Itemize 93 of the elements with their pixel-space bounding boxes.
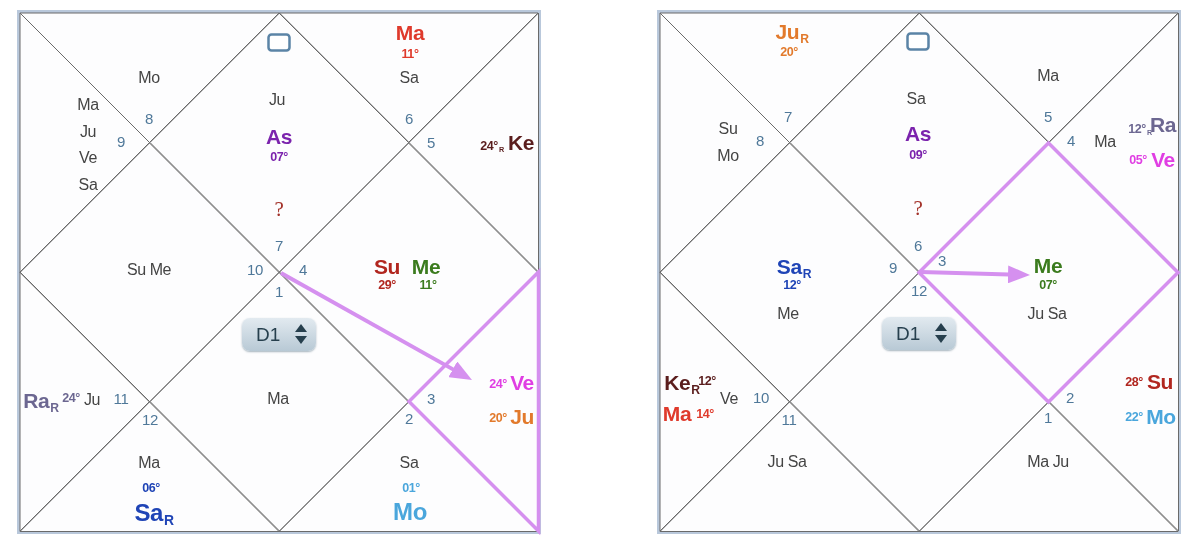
- house-number: 12: [142, 411, 158, 429]
- planet-label: Ve: [1151, 147, 1175, 173]
- house-number: 10: [753, 389, 769, 407]
- degree-label: 12°$_{R}$: [1128, 121, 1152, 137]
- planet-label: Mo: [717, 146, 739, 166]
- arrow: [280, 271, 472, 380]
- house-triangle: [919, 401, 1178, 531]
- house-number: 1: [275, 283, 283, 301]
- degree-label: 07°: [270, 149, 288, 165]
- planet-label: Su: [1147, 369, 1173, 395]
- planet-label: Ra$_{R}$: [23, 388, 59, 414]
- house-number: 10: [247, 261, 263, 279]
- house-number: 5: [427, 134, 435, 152]
- planet-label: Ma: [395, 20, 425, 46]
- degree-label: 11°: [401, 46, 419, 62]
- house-number: 9: [117, 133, 125, 151]
- planet-label: Ju: [83, 390, 101, 410]
- question-mark: ?: [274, 197, 284, 223]
- house-number: 2: [1066, 389, 1074, 407]
- house-number: 11: [781, 411, 797, 429]
- question-mark: ?: [913, 196, 923, 222]
- planet-label: Su: [718, 119, 738, 139]
- degree-label: 24°: [489, 376, 507, 392]
- house-number: 6: [405, 110, 413, 128]
- planet-label: Mo: [393, 497, 427, 527]
- planet-label: Sa$_{R}$: [776, 254, 812, 280]
- degree-label: 24°: [62, 390, 80, 406]
- planet-label: Mo: [138, 68, 160, 88]
- house-number: 3: [427, 390, 435, 408]
- house-number: 5: [1044, 108, 1052, 126]
- planet-label: Ve: [79, 148, 97, 168]
- degree-label: 06°: [142, 480, 160, 496]
- degree-label: 29°: [378, 277, 396, 293]
- degree-label: 05°: [1129, 152, 1147, 168]
- planet-label: Ju Sa: [767, 452, 807, 472]
- degree-label: 22°: [1125, 409, 1143, 425]
- planet-label: Ke$_{R}$: [664, 370, 700, 396]
- arrow: [920, 265, 1030, 284]
- degree-label: 07°: [1039, 277, 1057, 293]
- planet-label: Ve: [720, 389, 738, 409]
- planet-label: Su: [374, 254, 400, 280]
- planet-label: Ma Ju: [1027, 452, 1069, 472]
- house-number: 4: [1067, 132, 1075, 150]
- planet-label: Sa: [399, 68, 419, 88]
- chart-panel: [657, 10, 1181, 534]
- house-number: 6: [914, 237, 922, 255]
- house-number: 7: [275, 237, 283, 255]
- planet-label: Ma: [1037, 66, 1059, 86]
- dropdown: D1: [882, 316, 956, 350]
- degree-label: 11°: [419, 277, 437, 293]
- planet-label: Ma: [662, 401, 692, 427]
- dropdown: D1: [242, 317, 316, 351]
- degree-label: 20°: [780, 44, 798, 60]
- planet-label: Sa: [78, 175, 98, 195]
- planet-label: Ju: [79, 122, 97, 142]
- house-number: 4: [299, 261, 307, 279]
- planet-label: Ma: [267, 389, 289, 409]
- planet-label: Ke: [508, 130, 534, 156]
- planet-label: Ma: [1094, 132, 1116, 152]
- planet-label: Ma: [77, 95, 99, 115]
- house-number: 11: [113, 390, 129, 408]
- degree-label: 24°$_{R}$: [480, 138, 504, 154]
- degree-label: 28°: [1125, 374, 1143, 390]
- planet-label: Ma: [138, 453, 160, 473]
- planet-label: Me: [1033, 253, 1063, 279]
- planet-label: Ju Sa: [1027, 304, 1067, 324]
- house-number: 12: [911, 282, 927, 300]
- planet-label: Ju$_{R}$: [775, 19, 809, 45]
- planet-label: Sa$_{R}$: [134, 498, 174, 528]
- planet-label: Mo: [1146, 404, 1176, 430]
- degree-label: 01°: [402, 480, 420, 496]
- house-number: 3: [938, 252, 946, 270]
- degree-label: 20°: [489, 410, 507, 426]
- degree-label: 14°: [696, 406, 714, 422]
- planet-label: Sa: [399, 453, 419, 473]
- planet-label: As: [266, 124, 292, 150]
- house-number: 8: [756, 132, 764, 150]
- house-number: 9: [889, 259, 897, 277]
- house-number: 8: [145, 110, 153, 128]
- planet-label: Su Me: [126, 260, 172, 280]
- planet-label: Ju: [510, 404, 534, 430]
- house-number: 1: [1044, 409, 1052, 427]
- planet-label: Me: [411, 254, 441, 280]
- planet-label: Me: [777, 304, 799, 324]
- degree-label: 09°: [909, 147, 927, 163]
- house-number: 7: [784, 108, 792, 126]
- chart-panel: [17, 10, 541, 534]
- house-number: 2: [405, 410, 413, 428]
- planet-label: As: [905, 121, 931, 147]
- degree-label: 12°: [783, 277, 801, 293]
- planet-label: Sa: [906, 89, 926, 109]
- planet-label: Ju: [268, 90, 286, 110]
- planet-label: Ve: [510, 370, 534, 396]
